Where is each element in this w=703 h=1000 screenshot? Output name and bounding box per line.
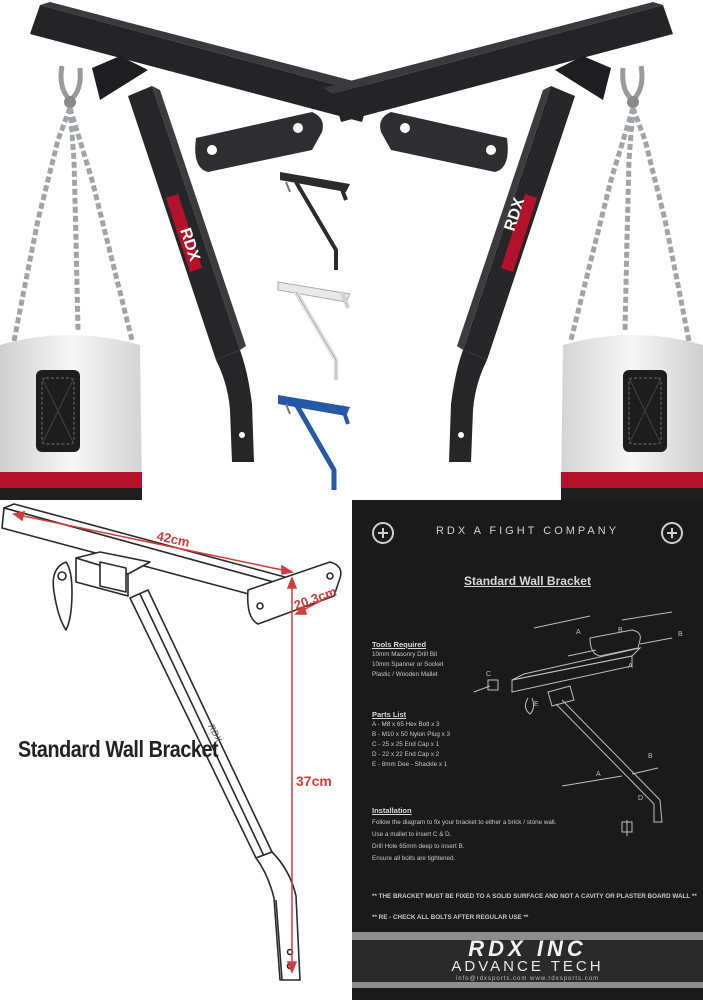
parts-title: Parts List [372,710,407,719]
bracket-variant-black [280,172,350,270]
brand-band-inner [352,940,703,982]
tool-item: Plastic / Wooden Mallet [372,671,438,678]
label-a: A [628,663,633,670]
left-bracket: RDX [0,2,380,500]
install-step: Drill Hole 65mm deep to insert B. [372,843,465,850]
sheet-title: Standard Wall Bracket [464,574,591,588]
bracket-variant-blue [278,395,350,490]
plus-icon [661,522,683,544]
dimension-diagram-panel: RDX 42cm 20.3cm 37cm Standard Wall Brack… [0,500,352,1000]
brand-tagline: ADVANCE TECH [451,958,604,975]
company-name: RDX A FIGHT COMPANY [435,525,620,537]
instruction-sheet: RDX A FIGHT COMPANY Standard Wall Bracke… [352,500,703,1000]
warning-solid-surface: ** THE BRACKET MUST BE FIXED TO A SOLID … [372,893,697,900]
label-b: B [678,631,683,638]
installation-title: Installation [372,806,412,815]
label-a: A [596,771,601,778]
product-photo: RDX [0,2,703,500]
label-c: C [486,671,491,678]
part-item: C - 25 x 25 End Cap x 1 [372,741,440,748]
dim-length-label: 42cm [155,528,191,550]
warning-recheck-bolts: ** RE - CHECK ALL BOLTS AFTER REGULAR US… [372,914,529,921]
install-step: Use a mallet to insert C & D. [372,831,452,838]
exploded-diagram: A B B A C E A B D [473,611,683,836]
part-item: D - 22 x 22 End Cap x 2 [372,751,440,758]
brand-website: info@rdxsports.com www.rdxsports.com [455,976,600,982]
label-b: B [618,627,623,634]
bracket-variant-white [277,281,351,380]
dimension-drawing: RDX 42cm 20.3cm 37cm [1,503,342,981]
label-a: A [576,629,581,636]
tool-item: 10mm Spanner or Socket [372,661,444,668]
plus-icon [372,522,394,544]
diagram-title: Standard Wall Bracket [18,736,219,762]
right-bracket [323,2,703,500]
label-b: B [648,753,653,760]
label-e: E [534,701,539,708]
install-step: Follow the diagram to fix your bracket t… [372,819,557,826]
dim-height-label: 37cm [296,773,332,789]
install-step: Ensure all bolts are tightened. [372,855,456,862]
brand-name: RDX INC [468,936,587,961]
part-item: B - M10 x 50 Nylon Plug x 3 [372,731,451,738]
label-d: D [638,795,643,802]
product-photo-panel: RDX [0,0,703,500]
tools-title: Tools Required [372,640,427,649]
part-item: A - M8 x 65 Hex Bolt x 3 [372,721,440,728]
tool-item: 10mm Masonry Drill Bit [372,651,438,658]
sheet-header: RDX A FIGHT COMPANY [372,520,683,546]
part-item: E - 8mm Dee - Shackle x 1 [372,761,448,768]
